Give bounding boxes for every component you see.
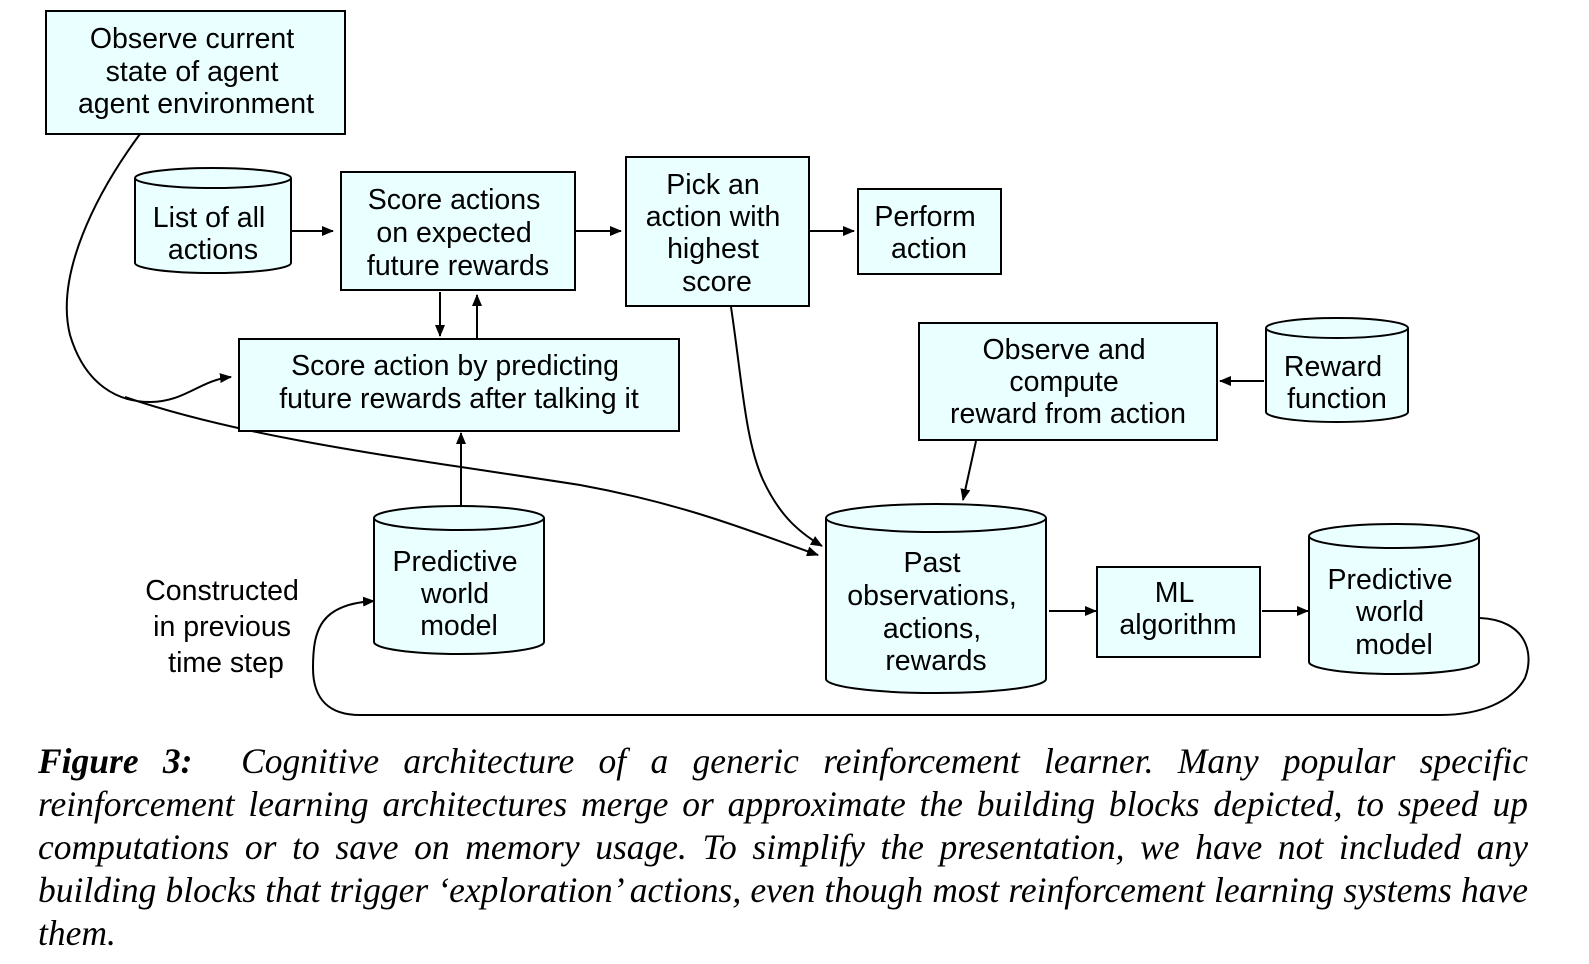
edge-observe-to-score-by-predicting xyxy=(65,133,232,404)
svg-text:Score actions on expecte: Score actions on expected future rewards xyxy=(367,184,549,282)
edge-observe-reward-to-past xyxy=(960,440,977,501)
caption-label: Figure 3: xyxy=(38,741,193,781)
node-observe-state: Observe current state of agent agent env… xyxy=(45,10,346,135)
node-predictive-model-left: Predictive world model xyxy=(373,505,545,655)
edge-observe-to-past-observations xyxy=(124,396,819,557)
figure-caption: Figure 3: Cognitive architecture of a ge… xyxy=(38,740,1528,955)
svg-text:Past observations,: Past observations, actions, rewards xyxy=(847,547,1024,677)
node-ml-algorithm: ML algorithm xyxy=(1096,566,1261,658)
svg-text:Observe current state of: Observe current state of agent agent env… xyxy=(78,23,314,120)
node-reward-function: Reward function xyxy=(1265,317,1409,423)
node-predictive-model-right: Predictive world model xyxy=(1308,523,1480,675)
edge-pick-to-past-observations xyxy=(730,306,823,547)
node-observe-reward: Observe and compute reward from action xyxy=(918,322,1218,441)
node-score-by-predicting: Score action by predicting future reward… xyxy=(238,338,680,432)
node-pick-action: Pick an action with highest score xyxy=(625,156,810,307)
svg-text:ML algorithm: ML algorithm xyxy=(1119,577,1236,641)
edge-feedback-loop xyxy=(311,596,1530,716)
svg-text:Predictive world m: Predictive world model xyxy=(392,546,525,642)
node-perform-action: Perform action xyxy=(857,188,1002,275)
svg-text:Pick an action with: Pick an action with highest score xyxy=(646,169,789,298)
svg-text:Observe and compute: Observe and compute reward from action xyxy=(950,334,1186,430)
svg-text:Perform action: Perform action xyxy=(874,201,983,265)
node-past-observations: Past observations, actions, rewards xyxy=(825,503,1047,694)
node-list-actions: List of all actions xyxy=(134,167,292,274)
node-score-actions: Score actions on expected future rewards xyxy=(340,171,576,291)
svg-text:Score action by predicting: Score action by predicting future reward… xyxy=(279,350,639,415)
svg-text:Constructed in previous: Constructed in previous time step xyxy=(145,575,307,679)
svg-text:List of all actions: List of all actions xyxy=(153,202,273,266)
svg-text:Predictive world m: Predictive world model xyxy=(1327,564,1460,661)
caption-text: Cognitive architecture of a generic rein… xyxy=(38,741,1529,953)
annotation-constructed-previous-step: Constructed in previous time step xyxy=(145,575,307,679)
architecture-diagram: Observe current state of agent agent env… xyxy=(45,10,1530,716)
svg-text:Reward function: Reward function xyxy=(1284,351,1390,415)
